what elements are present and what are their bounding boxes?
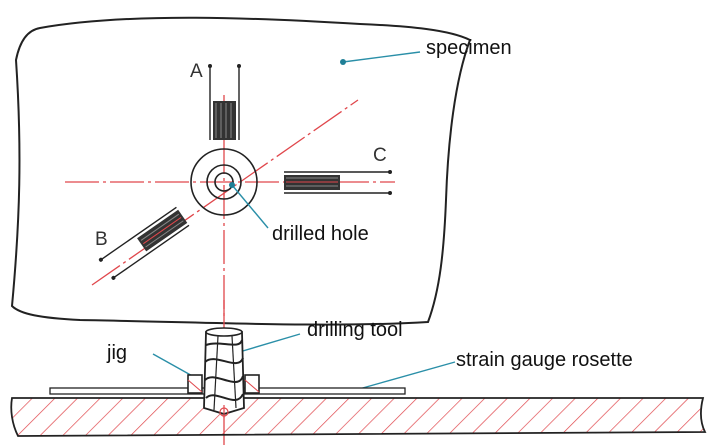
gauge-a-grid bbox=[213, 101, 236, 140]
drilling-tool-label: drilling tool bbox=[307, 319, 403, 341]
gauge-a-label: A bbox=[190, 61, 203, 82]
rosette-label: strain gauge rosette bbox=[456, 349, 633, 371]
specimen-label: specimen bbox=[426, 37, 512, 59]
specimen-leader bbox=[342, 51, 421, 63]
drilled-hole-symbol bbox=[190, 148, 258, 216]
jig-label: jig bbox=[107, 342, 128, 364]
gauge-b bbox=[98, 206, 190, 280]
hole-inner-ring bbox=[214, 172, 234, 192]
drilled-hole-leader bbox=[231, 184, 269, 229]
gauge-b-label: B bbox=[95, 229, 108, 250]
specimen-outline bbox=[10, 16, 472, 326]
gauge-c bbox=[284, 170, 392, 195]
rosette-leader bbox=[351, 361, 456, 392]
diagonal-centerline bbox=[91, 99, 359, 286]
drilled-hole-label: drilled hole bbox=[272, 223, 369, 245]
drilling-tool-leader bbox=[235, 333, 301, 354]
jig-blocks bbox=[187, 374, 260, 394]
hole-middle-ring bbox=[206, 164, 242, 200]
gauge-a bbox=[208, 64, 241, 140]
gauge-c-label: C bbox=[373, 145, 387, 166]
leader-lines bbox=[152, 51, 456, 392]
workpiece-section bbox=[10, 397, 707, 437]
jig-leader bbox=[152, 353, 197, 379]
drilling-tool bbox=[203, 327, 245, 418]
hole-outer-ring bbox=[190, 148, 258, 216]
